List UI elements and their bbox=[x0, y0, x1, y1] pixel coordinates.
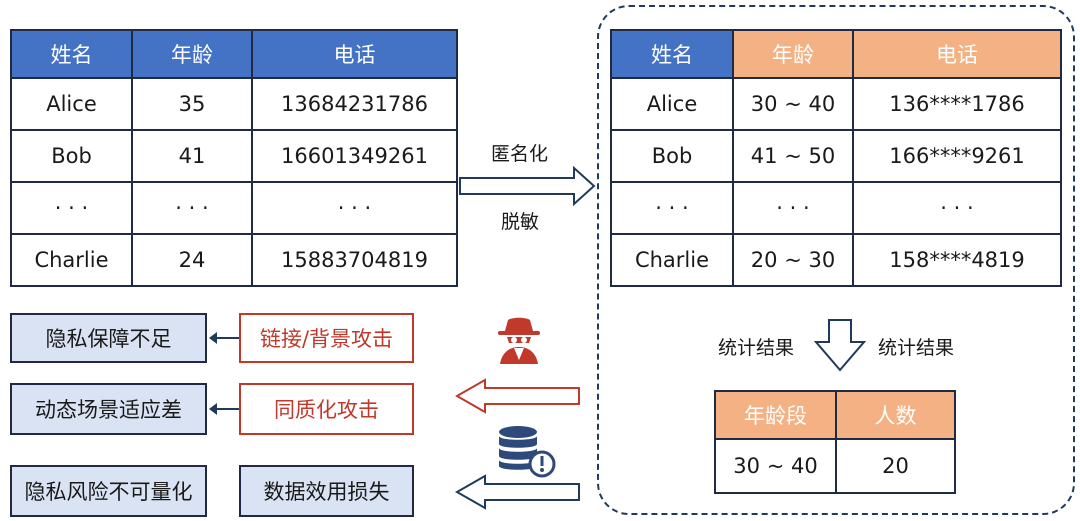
left-arrow-icon bbox=[209, 403, 240, 415]
utility-loss-arrow-icon bbox=[455, 474, 580, 510]
cell-age: 41 bbox=[131, 129, 253, 183]
cell-age: · · · bbox=[131, 181, 253, 235]
cell-name: Bob bbox=[10, 129, 133, 183]
utility-loss-box: 数据效用损失 bbox=[239, 465, 414, 517]
cell-phone: · · · bbox=[852, 181, 1062, 235]
cell-name: Bob bbox=[610, 129, 734, 183]
cell-name: Alice bbox=[610, 77, 734, 131]
cell-name: Alice bbox=[10, 77, 133, 131]
anonymized-data-table: 姓名 年龄 电话 Alice 30 ~ 40 136****1786 Bob 4… bbox=[610, 29, 1062, 287]
table-row: Bob 41 16601349261 bbox=[10, 129, 458, 183]
table-row: Alice 35 13684231786 bbox=[10, 77, 458, 131]
down-arrow-icon bbox=[814, 319, 866, 372]
cell-phone: 13684231786 bbox=[251, 77, 458, 131]
cell-phone: 16601349261 bbox=[251, 129, 458, 183]
cell-name: · · · bbox=[610, 181, 734, 235]
col-header-name: 姓名 bbox=[10, 29, 133, 79]
col-header-phone: 电话 bbox=[852, 29, 1062, 79]
cell-name: Charlie bbox=[610, 233, 734, 287]
original-data-table: 姓名 年龄 电话 Alice 35 13684231786 Bob 41 166… bbox=[10, 29, 458, 287]
cell-phone: 15883704819 bbox=[251, 233, 458, 287]
problem-box-risk-unquantifiable: 隐私风险不可量化 bbox=[10, 465, 207, 517]
cell-age: · · · bbox=[732, 181, 854, 235]
cell-phone: 136****1786 bbox=[852, 77, 1062, 131]
anonymized-panel bbox=[597, 5, 1075, 515]
problem-box-dynamic-adaptation: 动态场景适应差 bbox=[10, 383, 207, 435]
cell-name: · · · bbox=[10, 181, 133, 235]
table-row: Charlie 24 15883704819 bbox=[10, 233, 458, 287]
cell-phone: · · · bbox=[251, 181, 458, 235]
table-row: · · · · · · · · · bbox=[610, 181, 1062, 235]
cell-phone: 166****9261 bbox=[852, 129, 1062, 183]
cell-phone: 158****4819 bbox=[852, 233, 1062, 287]
statistics-table: 年龄段 人数 30 ~ 40 20 bbox=[714, 390, 957, 494]
col-header-age: 年龄 bbox=[131, 29, 253, 79]
left-arrow-icon bbox=[209, 332, 240, 344]
linkage-attack-box: 链接/背景攻击 bbox=[239, 313, 414, 363]
col-header-age-range: 年龄段 bbox=[714, 390, 837, 440]
table-row: Bob 41 ~ 50 166****9261 bbox=[610, 129, 1062, 183]
table-row: 30 ~ 40 20 bbox=[714, 438, 957, 494]
table-row: · · · · · · · · · bbox=[10, 181, 458, 235]
right-arrow-icon bbox=[459, 166, 596, 206]
table-row: Charlie 20 ~ 30 158****4819 bbox=[610, 233, 1062, 287]
cell-age: 35 bbox=[131, 77, 253, 131]
hacker-icon bbox=[498, 317, 540, 364]
cell-age: 41 ~ 50 bbox=[732, 129, 854, 183]
cell-age: 20 ~ 30 bbox=[732, 233, 854, 287]
col-header-age: 年龄 bbox=[732, 29, 854, 79]
stats-label-right: 统计结果 bbox=[878, 337, 955, 359]
cell-count: 20 bbox=[834, 438, 957, 494]
cell-name: Charlie bbox=[10, 233, 133, 287]
problem-box-privacy-insufficient: 隐私保障不足 bbox=[10, 313, 207, 363]
stats-label-left: 统计结果 bbox=[718, 337, 795, 359]
cell-age: 30 ~ 40 bbox=[732, 77, 854, 131]
col-header-name: 姓名 bbox=[610, 29, 734, 79]
desensitize-label: 脱敏 bbox=[501, 211, 540, 233]
homogeneity-attack-box: 同质化攻击 bbox=[239, 383, 414, 435]
attack-arrow-icon bbox=[455, 378, 580, 414]
database-warning-icon bbox=[499, 426, 556, 478]
col-header-count: 人数 bbox=[834, 390, 957, 440]
table-row: Alice 30 ~ 40 136****1786 bbox=[610, 77, 1062, 131]
anonymize-label: 匿名化 bbox=[491, 143, 549, 165]
cell-age: 24 bbox=[131, 233, 253, 287]
col-header-phone: 电话 bbox=[251, 29, 458, 79]
cell-age-range: 30 ~ 40 bbox=[714, 438, 837, 494]
